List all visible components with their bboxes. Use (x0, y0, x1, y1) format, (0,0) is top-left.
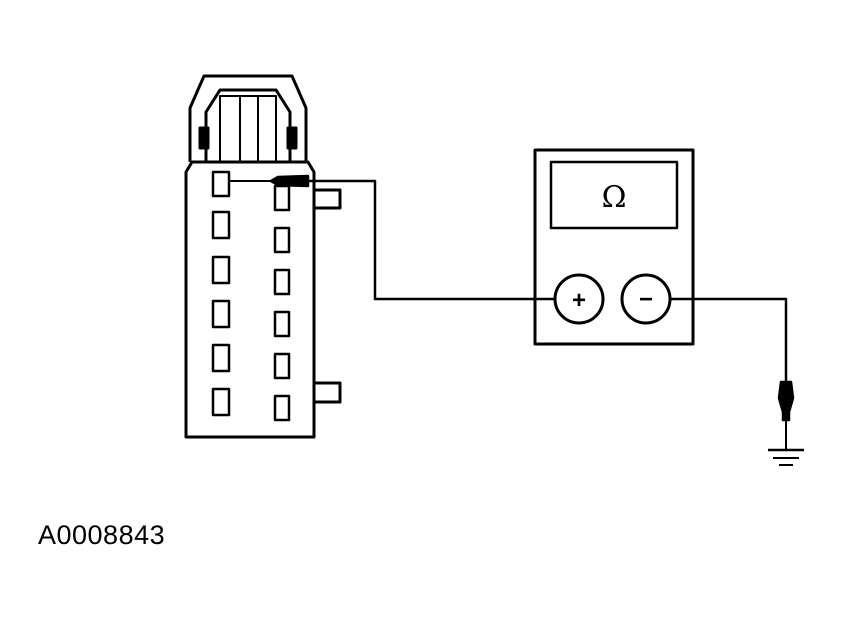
ground-probe (777, 380, 795, 422)
connector-tab-lower (314, 381, 342, 404)
terminal-cavity (211, 170, 231, 198)
latch-lock-right (286, 126, 298, 150)
test-leads (229, 174, 795, 450)
terminal-cavity (211, 255, 231, 285)
latch-lock-left (198, 126, 210, 150)
connector-body (184, 160, 316, 439)
multimeter-body (533, 148, 695, 346)
terminal-cavity (273, 184, 291, 212)
negative-terminal-label: − (639, 286, 653, 313)
terminal-cavity (211, 210, 231, 240)
negative-lead-wire (670, 297, 788, 382)
terminal-cavity (211, 299, 231, 329)
multimeter-display (549, 160, 679, 230)
terminal-cavity (273, 268, 291, 296)
terminal-cavity (211, 387, 231, 417)
positive-terminal-label: + (572, 287, 586, 314)
electrical-connector (184, 74, 342, 439)
terminal-column-left (211, 170, 231, 417)
figure-id: A0008843 (38, 520, 166, 550)
connector-latch (188, 74, 308, 162)
terminal-cavity (273, 394, 291, 422)
terminal-cavity (273, 226, 291, 254)
positive-lead-wire (308, 179, 555, 301)
connector-latch-inner (204, 88, 292, 162)
connector-tab-upper (314, 188, 342, 210)
terminal-cavity (211, 343, 231, 373)
terminal-cavity (273, 310, 291, 338)
terminal-column-right (273, 184, 291, 422)
positive-probe (269, 174, 310, 188)
ohm-symbol: Ω (602, 180, 627, 215)
terminal-cavity (273, 352, 291, 380)
ground-symbol-icon (768, 448, 804, 466)
